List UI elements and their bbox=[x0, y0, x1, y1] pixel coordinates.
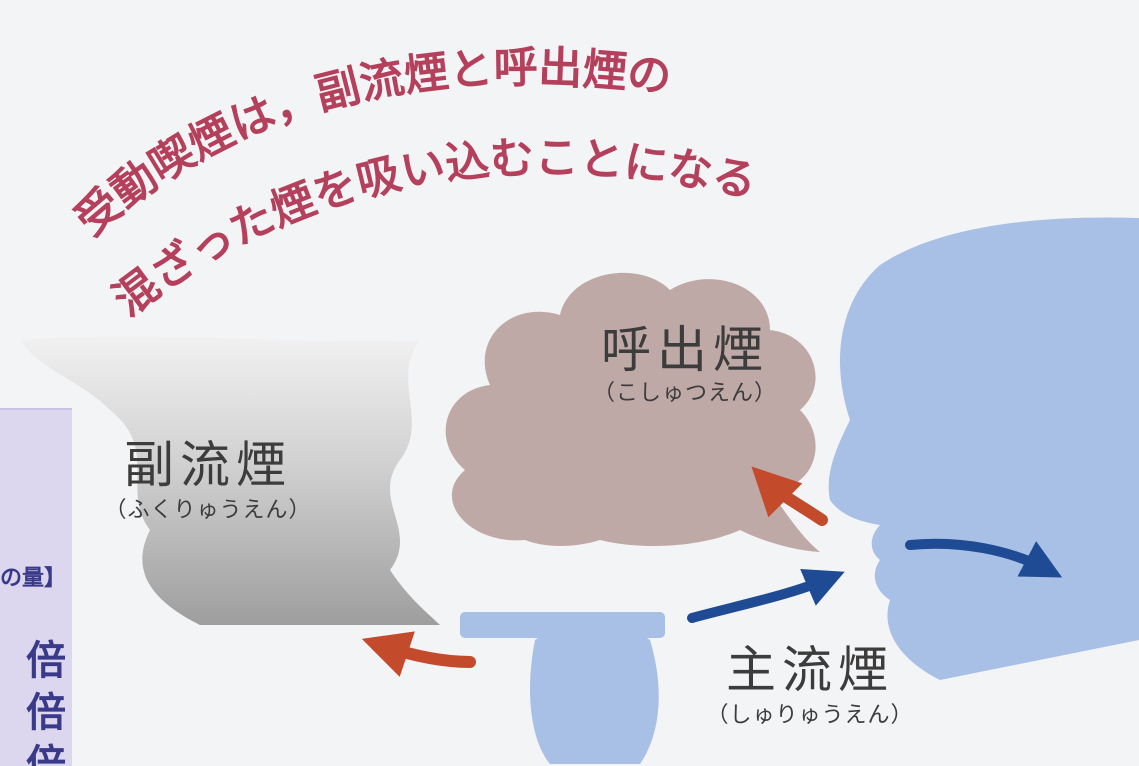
exhaled-smoke-cloud bbox=[445, 272, 820, 552]
label-exhaled: 呼出煙 （こしゅつえん） bbox=[570, 325, 800, 405]
arrow-sidestream bbox=[361, 631, 476, 677]
label-mainstream: 主流煙 （しゅりゅうえん） bbox=[690, 645, 930, 727]
sidestream-smoke bbox=[20, 336, 440, 625]
side-panel-fragment-3: 倍 bbox=[26, 690, 66, 736]
arrow-exhaled bbox=[751, 466, 828, 526]
label-exhaled-reading: （こしゅつえん） bbox=[592, 381, 777, 406]
label-mainstream-reading: （しゅりゅうえん） bbox=[706, 703, 914, 728]
side-info-panel: の量】 倍 倍 倍 bbox=[0, 408, 72, 766]
person-silhouette bbox=[828, 217, 1139, 680]
label-sidestream: 副流煙 （ふくりゅうえん） bbox=[88, 440, 328, 522]
side-panel-fragment-1: の量】 bbox=[0, 566, 67, 591]
label-exhaled-name: 呼出煙 bbox=[601, 321, 769, 379]
arrow-inhaled bbox=[905, 538, 1063, 578]
label-sidestream-name: 副流煙 bbox=[124, 436, 292, 494]
side-panel-fragment-2: 倍 bbox=[26, 638, 66, 684]
side-panel-fragment-4: 倍 bbox=[26, 742, 66, 766]
hand bbox=[530, 623, 659, 764]
arrow-mainstream-to-mouth bbox=[687, 568, 845, 623]
label-sidestream-reading: （ふくりゅうえん） bbox=[104, 498, 312, 523]
label-mainstream-name: 主流煙 bbox=[726, 641, 894, 699]
